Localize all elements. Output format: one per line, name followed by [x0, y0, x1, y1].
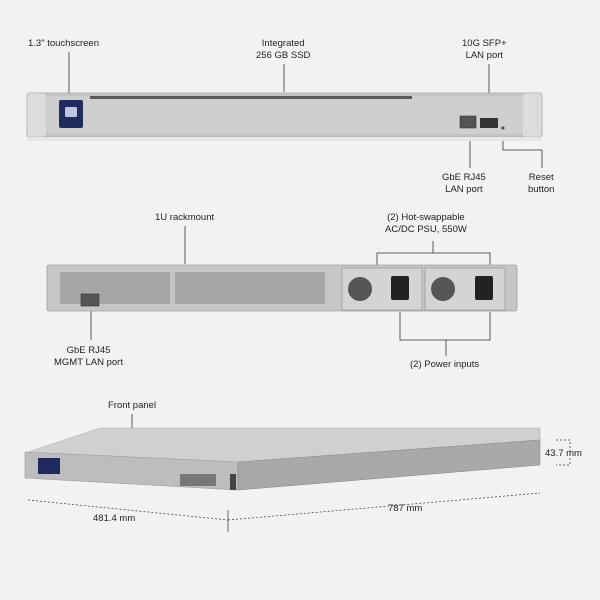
label-width: 481.4 mm	[93, 513, 136, 524]
rear-chassis	[46, 264, 518, 312]
label-mgmt-port: GbE RJ45 MGMT LAN port	[54, 345, 123, 368]
label-rackmount: 1U rackmount	[155, 212, 215, 223]
label-depth: 787 mm	[388, 503, 423, 514]
label-rj45-lan-port: GbE RJ45 LAN port	[442, 172, 486, 195]
label-sfp-port: 10G SFP+ LAN port	[462, 38, 507, 61]
label-front-panel: Front panel	[108, 400, 157, 411]
label-height: 43.7 mm	[545, 448, 582, 459]
front-chassis	[26, 92, 543, 141]
label-psu: (2) Hot-swappable AC/DC PSU, 550W	[385, 212, 467, 235]
label-touchscreen: 1.3" touchscreen	[28, 38, 99, 49]
label-reset-button: Reset button	[528, 172, 555, 195]
label-power-inputs: (2) Power inputs	[410, 359, 480, 370]
label-ssd: Integrated 256 GB SSD	[256, 38, 311, 61]
